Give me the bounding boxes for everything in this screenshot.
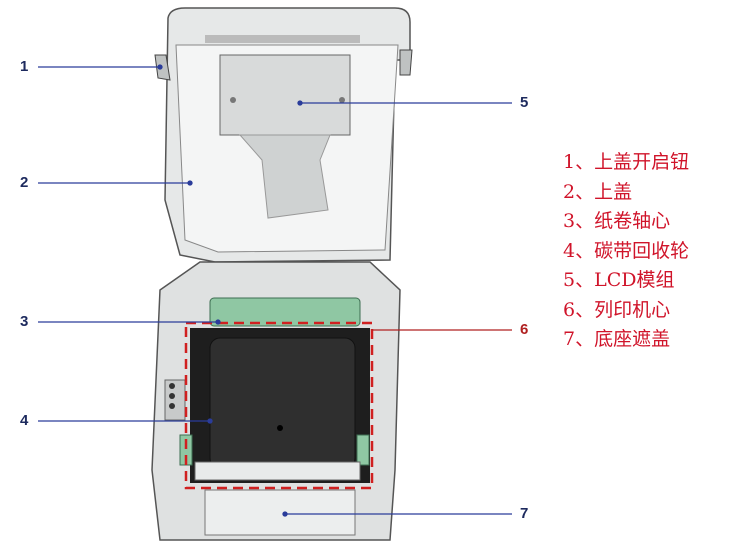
ribbon-rewind-spindle: [209, 337, 356, 469]
callout-5: 5: [520, 94, 529, 111]
legend-item: 7、底座遮盖: [563, 328, 671, 350]
legend-item: 4、碳带回收轮: [563, 239, 690, 262]
callout-6: 6: [520, 321, 529, 338]
callout-2: 2: [20, 174, 29, 191]
callout-4: 4: [20, 412, 29, 429]
legend: 1、上盖开启钮 2、上盖 3、纸卷轴心 4、碳带回收轮 5、LCD模组 6、列印…: [563, 148, 689, 355]
legend-item: 1、上盖开启钮: [563, 151, 690, 173]
callout-7: 7: [520, 505, 529, 522]
legend-item: 5、LCD模组: [563, 269, 675, 291]
lcd-module: [219, 54, 351, 136]
legend-item: 2、上盖: [563, 180, 633, 203]
legend-item: 3、纸卷轴心: [563, 210, 671, 232]
base: [151, 261, 401, 541]
paper-roll-spindle: [209, 297, 361, 327]
callout-1: 1: [20, 58, 29, 75]
base-cover: [204, 489, 356, 536]
legend-item: 6、列印机心: [563, 298, 671, 321]
top-cover: [154, 7, 413, 263]
callout-3: 3: [20, 313, 29, 330]
leader-lines: [38, 64, 512, 517]
